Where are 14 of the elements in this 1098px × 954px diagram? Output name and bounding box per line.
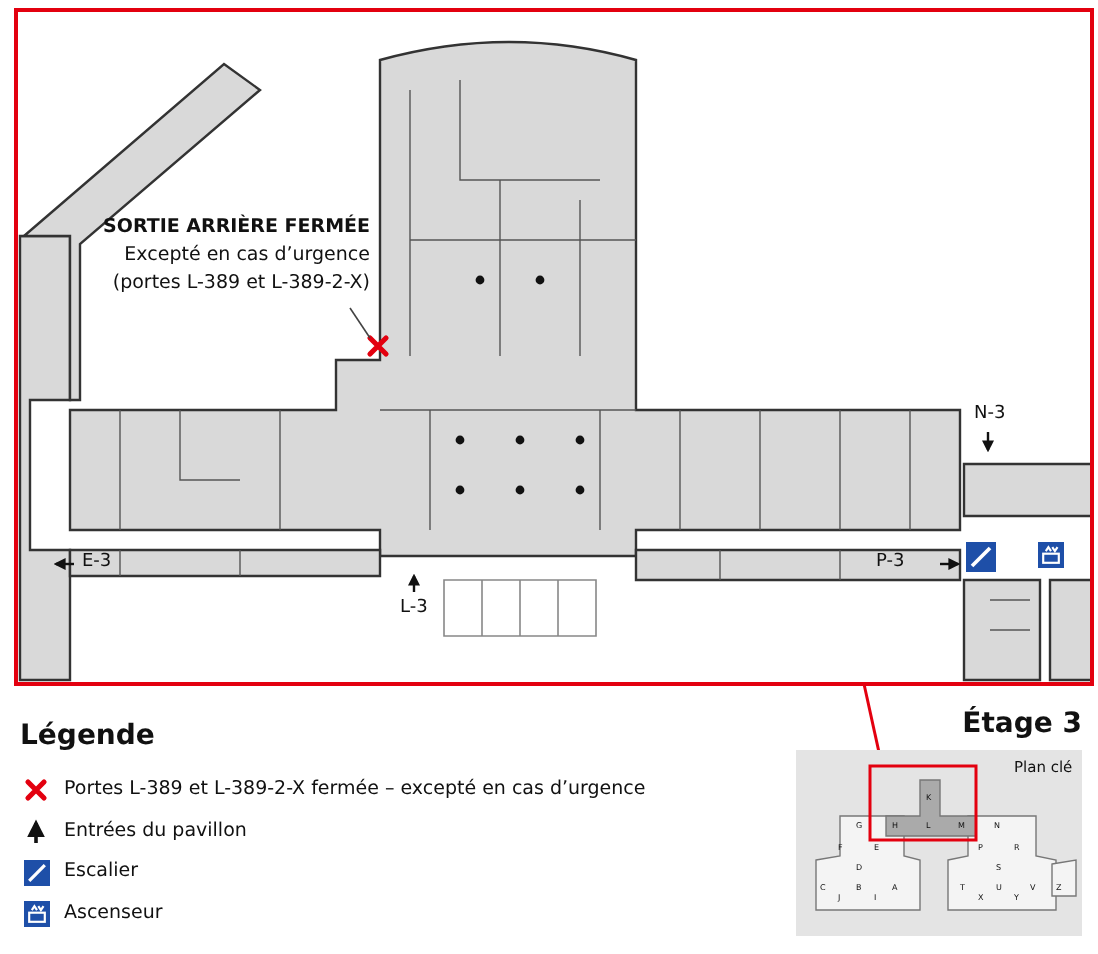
cross-mark bbox=[367, 335, 389, 357]
legend-text: Ascenseur bbox=[64, 899, 163, 927]
legend-text: Escalier bbox=[64, 858, 139, 886]
callout-text: Excepté en cas d’urgence (portes L-389 et L-389-2-X) bbox=[110, 242, 370, 298]
legend-text: Entrées du pavillon bbox=[64, 817, 247, 845]
entrance-label: N-3 bbox=[974, 404, 1006, 424]
legend-text: Portes L-389 et L-389-2-X fermée – excepté en cas d’urgence bbox=[64, 776, 646, 804]
floor-title: Étage 3 bbox=[962, 708, 1082, 740]
entrance-label: P-3 bbox=[876, 552, 905, 572]
callout-heading: SORTIE ARRIÈRE FERMÉE bbox=[101, 214, 370, 242]
legend-title: Légende bbox=[20, 722, 155, 752]
entrance-label: L-3 bbox=[400, 598, 428, 618]
entrance-label: E-3 bbox=[82, 552, 112, 572]
leader-line bbox=[349, 307, 371, 339]
